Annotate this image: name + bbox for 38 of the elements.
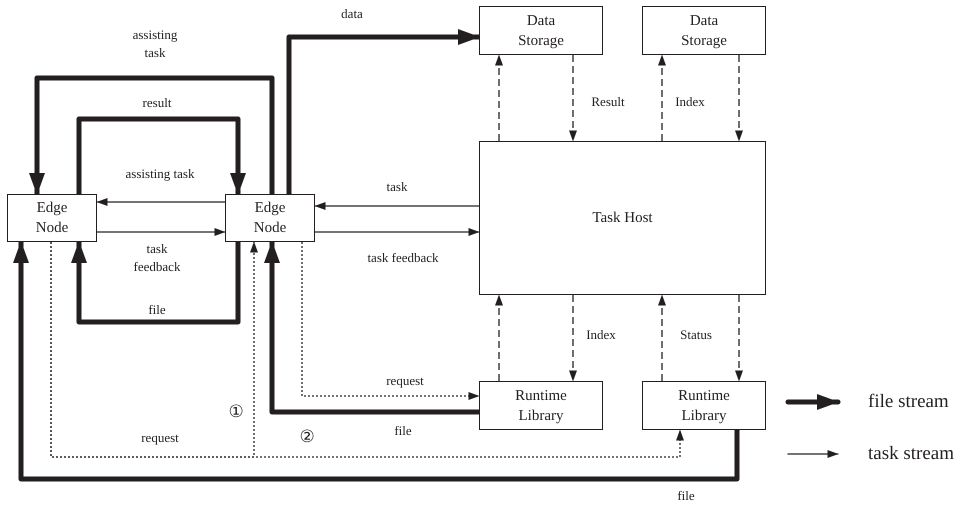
arrow bbox=[71, 241, 240, 324]
arrow bbox=[735, 295, 743, 382]
arrow bbox=[97, 228, 226, 236]
arrow bbox=[658, 294, 666, 381]
node-label: Task Host bbox=[592, 209, 653, 228]
arrow bbox=[495, 294, 503, 381]
legend-label: file stream bbox=[868, 390, 949, 414]
arrow bbox=[735, 55, 743, 142]
host-box bbox=[479, 141, 766, 295]
node-label: Runtime Library bbox=[514, 386, 568, 426]
library-box bbox=[479, 381, 603, 430]
arrow bbox=[314, 202, 479, 210]
arrow bbox=[76, 116, 246, 195]
node-label: Edge Node bbox=[34, 199, 70, 238]
arrow bbox=[96, 198, 225, 206]
node-label: Data Storage bbox=[680, 12, 728, 50]
arrow bbox=[495, 54, 503, 141]
edge-node-box bbox=[7, 194, 97, 242]
step-number: ② bbox=[300, 427, 314, 447]
arrow bbox=[13, 241, 740, 482]
edge-node-box bbox=[225, 194, 315, 242]
arrow bbox=[50, 242, 258, 458]
arrow bbox=[569, 295, 577, 382]
arrow bbox=[264, 241, 479, 414]
arrow bbox=[569, 55, 577, 142]
arrow bbox=[315, 228, 480, 236]
legend-label: task stream bbox=[868, 442, 954, 466]
arrow bbox=[286, 29, 480, 194]
node-label: Data Storage bbox=[517, 12, 565, 50]
arrow bbox=[29, 76, 274, 195]
storage-box bbox=[642, 6, 766, 55]
library-box bbox=[642, 381, 766, 430]
arrow bbox=[301, 242, 480, 400]
node-label: Runtime Library bbox=[677, 386, 731, 426]
node-label: Edge Node bbox=[252, 199, 288, 238]
arrow bbox=[658, 54, 666, 141]
storage-box bbox=[479, 6, 603, 55]
step-number: ① bbox=[228, 402, 244, 422]
